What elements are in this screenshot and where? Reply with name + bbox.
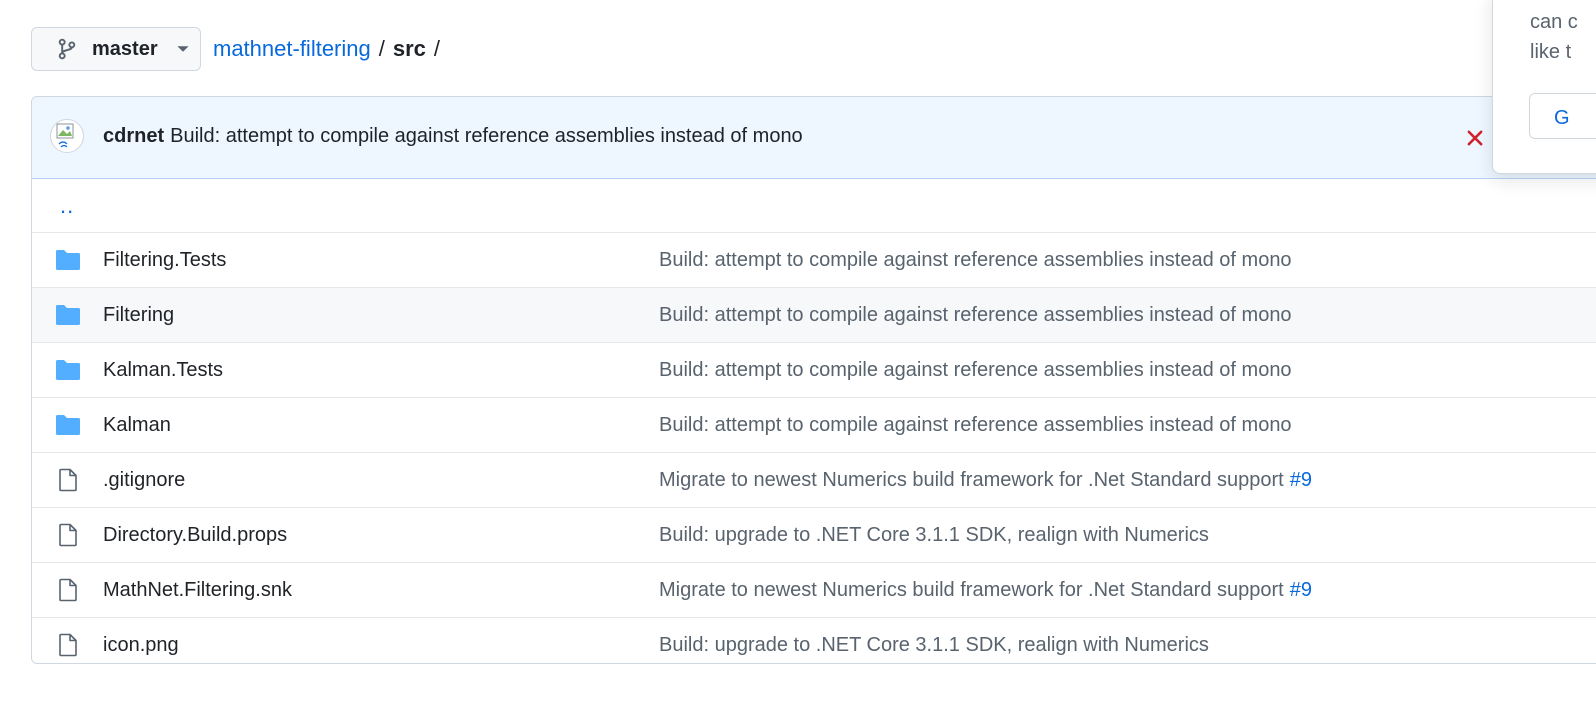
breadcrumb-separator: / (378, 36, 385, 61)
commit-message-link[interactable]: Build: upgrade to .NET Core 3.1.1 SDK, r… (659, 524, 1209, 547)
commit-message-link[interactable]: Build: upgrade to .NET Core 3.1.1 SDK, r… (659, 634, 1209, 657)
parent-directory-link[interactable]: .. (60, 193, 75, 218)
git-branch-icon (58, 38, 76, 60)
table-row[interactable]: MathNet.Filtering.snk Migrate to newest N… (32, 563, 1596, 618)
popover-text-line-2: like t (1530, 41, 1572, 63)
commit-author[interactable]: cdrnet (103, 125, 165, 147)
popover-text-line-1: can c (1530, 11, 1578, 33)
file-name-link[interactable]: .gitignore (103, 469, 186, 491)
file-name-link[interactable]: Directory.Build.props (103, 524, 288, 546)
commit-message-text[interactable]: Build: upgrade to .NET Core 3.1.1 SDK, r… (659, 524, 1209, 546)
folder-icon (54, 248, 82, 272)
breadcrumb-current: src (392, 36, 426, 61)
commit-message-link[interactable]: Build: attempt to compile against refere… (659, 359, 1292, 382)
broken-image-icon (56, 123, 74, 148)
table-row[interactable]: Filtering.Tests Build: attempt to compile… (32, 233, 1596, 288)
commit-message-text[interactable]: Migrate to newest Numerics build framewo… (659, 579, 1284, 601)
commit-message-text[interactable]: Build: attempt to compile against refere… (659, 249, 1292, 271)
folder-icon (54, 303, 82, 327)
commit-message-text[interactable]: Build: attempt to compile against refere… (659, 414, 1292, 436)
table-row[interactable]: Kalman Build: attempt to compile against … (32, 398, 1596, 453)
repo-header: master mathnet-filtering / src / (31, 26, 440, 72)
file-icon (54, 578, 82, 602)
commit-message-link[interactable]: Migrate to newest Numerics build framewo… (659, 469, 1312, 492)
file-name-link[interactable]: Kalman (103, 414, 171, 436)
table-row[interactable]: Kalman.Tests Build: attempt to compile ag… (32, 343, 1596, 398)
file-name-link[interactable]: Kalman.Tests (103, 359, 224, 381)
table-row[interactable]: Directory.Build.props Build: upgrade to .… (32, 508, 1596, 563)
branch-name: master (92, 37, 158, 60)
breadcrumb: mathnet-filtering / src / (213, 36, 440, 62)
file-icon (54, 523, 82, 547)
commit-message[interactable]: Build: attempt to compile against refere… (170, 125, 803, 147)
breadcrumb-trailing-separator: / (433, 36, 441, 61)
file-name-link[interactable]: Filtering (103, 304, 175, 326)
file-icon (54, 633, 82, 657)
file-name-link[interactable]: Filtering.Tests (103, 249, 227, 271)
commit-message-link[interactable]: Build: attempt to compile against refere… (659, 249, 1292, 272)
commit-message-text[interactable]: Build: upgrade to .NET Core 3.1.1 SDK, r… (659, 634, 1209, 656)
file-icon (54, 468, 82, 492)
breadcrumb-repo-link[interactable]: mathnet-filtering (213, 36, 371, 61)
file-name-link[interactable]: MathNet.Filtering.snk (103, 579, 292, 601)
commit-message-text[interactable]: Build: attempt to compile against refere… (659, 304, 1292, 326)
folder-icon (54, 358, 82, 382)
commit-message-link[interactable]: Migrate to newest Numerics build framewo… (659, 579, 1312, 602)
x-icon[interactable] (1464, 127, 1486, 149)
table-row[interactable]: Filtering Build: attempt to compile again… (32, 288, 1596, 343)
avatar[interactable] (50, 119, 84, 153)
popover-button[interactable]: G (1529, 93, 1596, 139)
commit-message-link[interactable]: Build: attempt to compile against refere… (659, 414, 1292, 437)
table-row[interactable]: .gitignore Migrate to newest Numerics bui… (32, 453, 1596, 508)
caret-down-icon (177, 46, 189, 52)
parent-directory-row[interactable]: .. (32, 179, 1596, 233)
commit-message-text[interactable]: Migrate to newest Numerics build framewo… (659, 469, 1284, 491)
popover-card: can c like t G (1492, 0, 1596, 174)
branch-selector-button[interactable]: master (31, 27, 201, 71)
commit-message-link[interactable]: Build: attempt to compile against refere… (659, 304, 1292, 327)
pull-request-link[interactable]: #9 (1289, 579, 1312, 601)
pull-request-link[interactable]: #9 (1289, 469, 1312, 491)
folder-icon (54, 413, 82, 437)
file-name-link[interactable]: icon.png (103, 634, 179, 656)
table-row[interactable]: icon.png Build: upgrade to .NET Core 3.1.… (32, 618, 1596, 663)
commit-message-text[interactable]: Build: attempt to compile against refere… (659, 359, 1292, 381)
